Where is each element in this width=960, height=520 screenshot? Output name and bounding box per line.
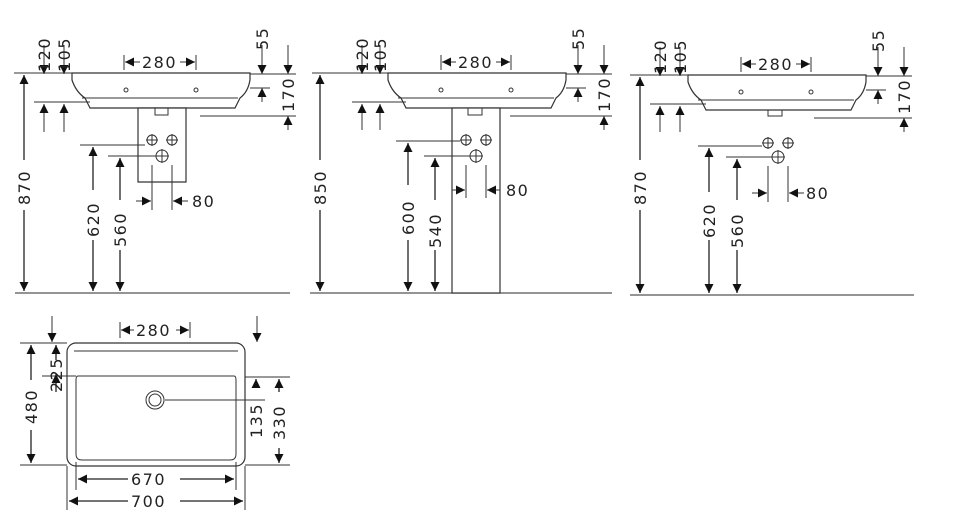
drain-icon [145,390,165,410]
dim-waste-height: 620 [84,202,103,237]
dim-supply-height: 560 [728,213,747,248]
siphon-cover [137,107,187,183]
dim-bowl-depth: 330 [270,405,289,440]
dim-170: 170 [279,77,298,112]
dim-105: 105 [371,37,390,72]
dim-170: 170 [895,79,914,114]
dim-total-width: 700 [131,492,166,511]
dim-tap-spacing: 280 [136,321,171,340]
view-wall-siphon: 120 105 280 55 170 870 620 560 [14,27,298,294]
dim-tap-spacing: 280 [758,55,793,74]
basin-outline-plan [66,342,246,467]
dim-120: 120 [353,37,372,72]
supply-connection-icon [762,137,794,149]
dim-supply-height: 560 [111,212,130,247]
dim-total-height: 870 [15,170,34,205]
dim-170: 170 [595,77,614,112]
dim-tap-spacing: 280 [458,53,493,72]
pedestal [451,107,501,294]
dim-55: 55 [869,29,888,52]
waste-connection-icon [469,149,483,163]
supply-connection-icon [460,134,492,146]
basin-side-profile [387,72,567,109]
view-pedestal: 120 105 280 55 170 850 600 540 80 [310,27,614,294]
dim-55: 55 [253,27,272,50]
view-plan: 280 480 225 135 330 670 700 [20,316,290,511]
dim-55: 55 [569,27,588,50]
dim-offset: 80 [192,192,215,211]
dim-deck-depth: 225 [47,357,66,392]
basin-side-profile [71,72,251,109]
dim-offset: 80 [506,181,529,200]
basin-bowl-plan [75,375,237,461]
dim-drain-offset: 135 [247,403,266,438]
dim-120: 120 [651,39,670,74]
dim-tap-spacing: 280 [142,53,177,72]
dim-waste-height: 620 [700,203,719,238]
dim-total-depth: 480 [22,389,41,424]
dim-waste-height: 600 [399,200,418,235]
dim-120: 120 [35,37,54,72]
waste-connection-icon [771,150,785,164]
view-wall-only: 120 105 280 55 170 870 620 560 80 [630,29,914,296]
dim-total-height: 850 [311,170,330,205]
dim-105: 105 [671,39,690,74]
dim-bowl-width: 670 [131,470,166,489]
supply-connection-icon [146,134,178,146]
dim-supply-height: 540 [426,213,445,248]
dim-105: 105 [55,37,74,72]
waste-connection-icon [155,149,169,163]
dim-total-height: 870 [631,170,650,205]
dim-offset: 80 [806,184,829,203]
basin-side-profile [687,74,867,111]
